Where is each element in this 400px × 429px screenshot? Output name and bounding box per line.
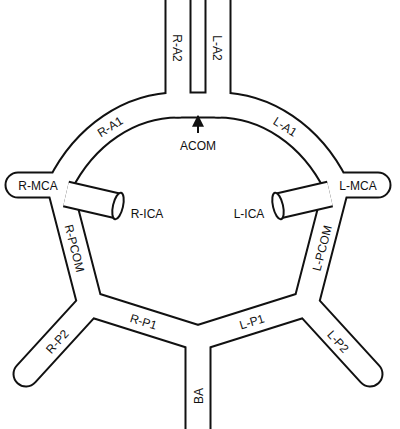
- vessel-label-holder: L-ICA: [234, 204, 265, 222]
- vessel-label: BA: [192, 388, 206, 404]
- r-a1-mca: [18, 105, 178, 185]
- l-post-lumen: [198, 188, 370, 374]
- l-pcom-p1-p2: [198, 188, 370, 374]
- vessel-label: R-ICA: [131, 207, 164, 221]
- vessel-label: L-MCA: [339, 179, 376, 193]
- vessel-label-holder: R-MCA: [18, 176, 57, 194]
- vessel-label: R-A2: [170, 34, 184, 61]
- r-a1-lumen: [18, 105, 178, 185]
- basilar: [185, 338, 212, 429]
- vessel-label: ACOM: [180, 139, 216, 153]
- l-ica-end: [270, 192, 286, 221]
- vessel-label-holder: ACOM: [180, 136, 216, 154]
- vessel-label: L-A2: [210, 35, 224, 60]
- r-post-lumen: [26, 188, 198, 374]
- r-ica-end: [110, 192, 126, 221]
- r-ica-body: [66, 194, 118, 206]
- ica-cylinders: [66, 192, 330, 221]
- l-a1-lumen: [218, 105, 378, 185]
- vessel-label-holder: L-MCA: [339, 176, 376, 194]
- basilar-lumen: [187, 338, 210, 429]
- vessel-label: R-MCA: [18, 179, 57, 193]
- r-pcom-p1-p2: [26, 188, 198, 374]
- vessel-label-holder: BA: [189, 388, 207, 404]
- r-ica-lumen: [66, 194, 118, 206]
- vessel-label-holder: R-A2: [169, 34, 187, 61]
- vessel-label: L-ICA: [234, 207, 265, 221]
- vessel-label-holder: R-ICA: [131, 204, 164, 222]
- vessel-outline: [18, 0, 378, 429]
- vessel-label-holder: L-A2: [209, 35, 227, 60]
- vessel-lumen: [18, 0, 378, 429]
- acom-pointer: [197, 116, 199, 133]
- l-a1-mca: [218, 105, 378, 185]
- l-ica-lumen: [278, 194, 330, 206]
- l-ica-body: [278, 194, 330, 206]
